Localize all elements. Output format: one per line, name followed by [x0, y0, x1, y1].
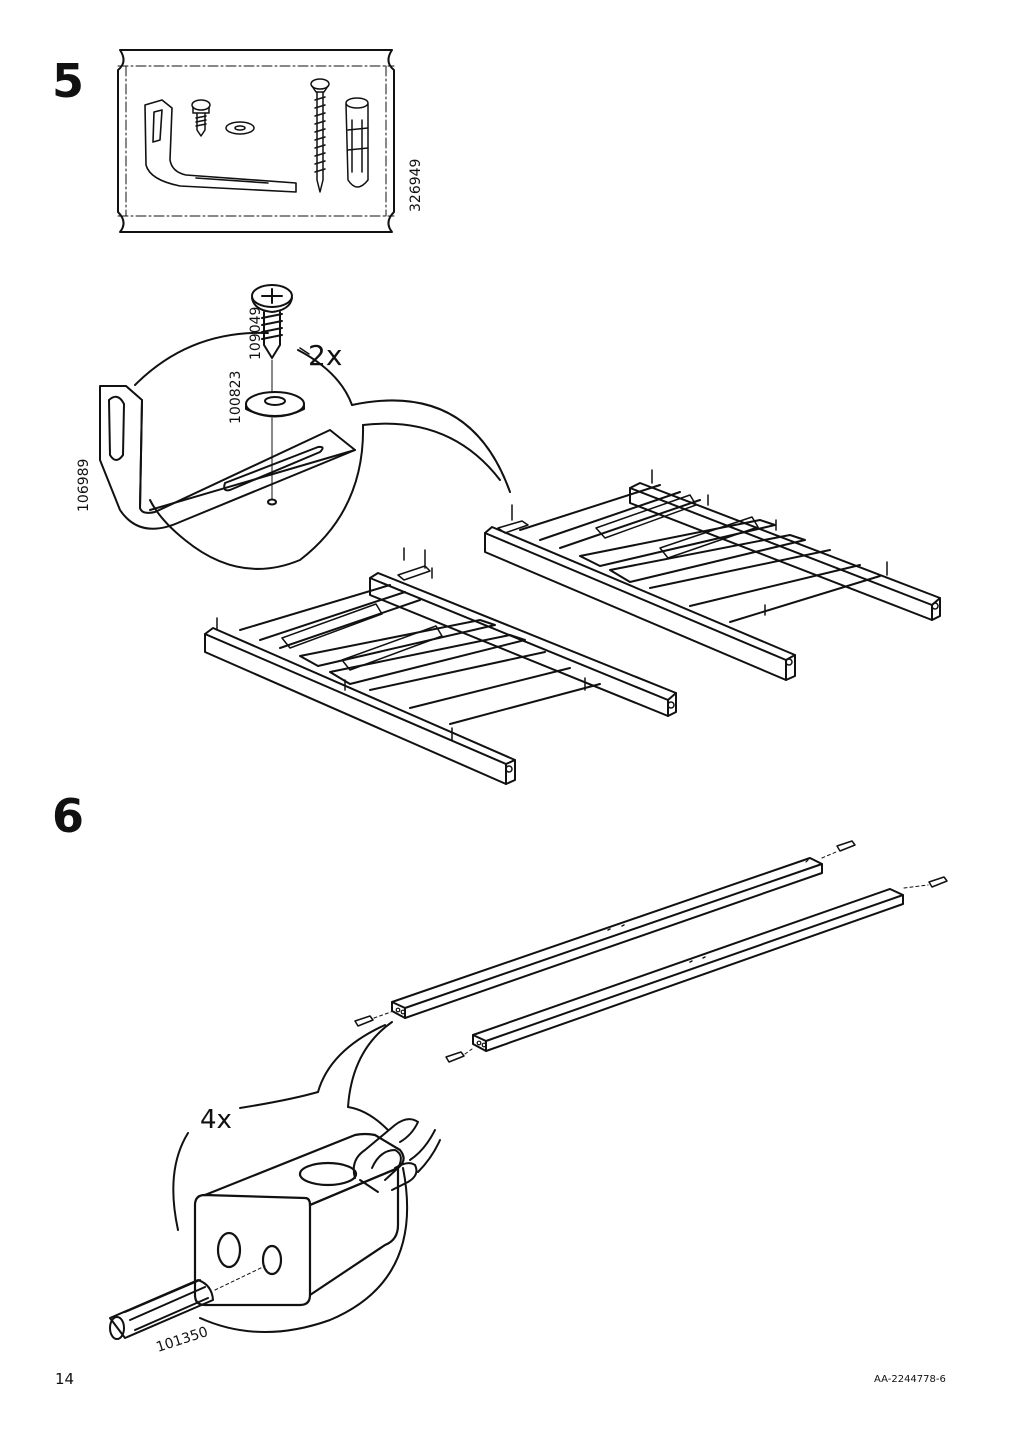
rail-upper [391, 857, 823, 1019]
screw-large [251, 284, 293, 393]
screw-code: 109049 [248, 307, 264, 360]
bracket-code: 106989 [76, 459, 92, 512]
rail-lower [472, 888, 904, 1052]
step-6-number: 6 [52, 789, 85, 843]
long-screw [310, 78, 330, 193]
wall-plug [345, 97, 369, 188]
frame-left [204, 547, 677, 785]
washer-small [225, 121, 255, 135]
page-number: 14 [55, 1370, 75, 1388]
step5-quantity: 2x [308, 339, 342, 372]
bracket-large [99, 385, 356, 530]
frame-right [484, 469, 941, 681]
dowel-code: 101350 [154, 1324, 210, 1356]
washer-large [245, 391, 305, 506]
parts-bag [117, 49, 395, 233]
parts-bag-code: 326949 [408, 159, 424, 212]
screw-small [191, 99, 211, 137]
bracket-small [144, 99, 297, 193]
zoom-callout-dowel [172, 1021, 409, 1333]
step6-quantity: 4x [200, 1105, 232, 1135]
dowel-large [109, 1265, 266, 1340]
document-code: AA-2244778-6 [874, 1374, 946, 1385]
rail-end-block [193, 1132, 405, 1307]
dowel-small [354, 840, 948, 1063]
zoom-callout-bracket [134, 331, 511, 570]
hand-icon [352, 1118, 441, 1193]
step-5-number: 5 [52, 54, 85, 108]
washer-code: 100823 [228, 371, 244, 424]
